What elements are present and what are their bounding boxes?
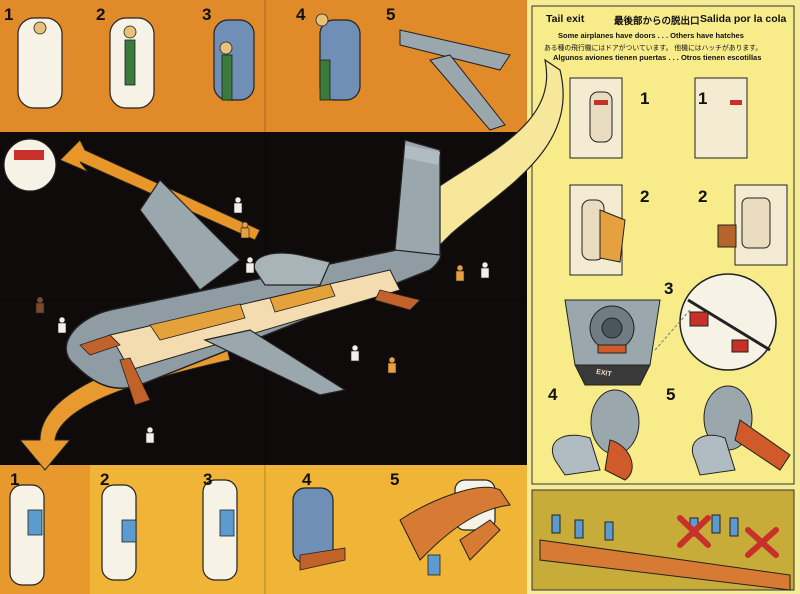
cone-step-number: 5 [666, 385, 676, 404]
top-step-number: 3 [202, 5, 212, 24]
bottom-step-number: 4 [302, 470, 312, 489]
top-step-number: 5 [386, 5, 396, 24]
tunnel-step-number: 3 [664, 279, 674, 298]
window-exit-steps [3, 13, 511, 192]
door-hatch-note: Some airplanes have doors . . . Others h… [558, 31, 744, 40]
top-step-number: 1 [4, 5, 14, 24]
top-step-number: 4 [296, 5, 306, 24]
wing-left [139, 179, 241, 291]
bottom-step-number: 2 [100, 470, 110, 489]
slide-tail [374, 289, 421, 311]
tail-exit-title-ja: 最後部からの脱出口 [614, 16, 700, 27]
door-step-number: 2 [640, 187, 650, 206]
aircraft [65, 139, 442, 406]
wing-right [203, 329, 347, 396]
top-step-number: 2 [96, 5, 106, 24]
slide-front-door [119, 357, 151, 406]
door-exit-steps [9, 479, 511, 586]
bottom-step-number: 3 [203, 470, 213, 489]
hatch-step-number: 2 [698, 187, 708, 206]
engine [253, 252, 331, 286]
door-step-number: 1 [640, 89, 650, 108]
door-hatch-note-es: Algunos aviones tienen puertas . . . Otr… [553, 53, 762, 62]
do-not-x-mark [677, 515, 779, 558]
tail-exit-title-es: Salida por la cola [700, 13, 787, 25]
bottom-step-number: 1 [10, 470, 20, 489]
tail-exit-illustrations [539, 77, 791, 591]
evacuating-passengers [35, 196, 490, 444]
door-hatch-note-ja: ある種の飛行機にはドアがついています。 他機にはハッチがあります。 [544, 44, 763, 52]
hatch-step-number: 1 [698, 89, 708, 108]
cone-step-number: 4 [548, 385, 558, 404]
tail-exit-title: Tail exit [546, 13, 585, 25]
tail-fin [394, 139, 441, 256]
bottom-step-number: 5 [390, 470, 400, 489]
